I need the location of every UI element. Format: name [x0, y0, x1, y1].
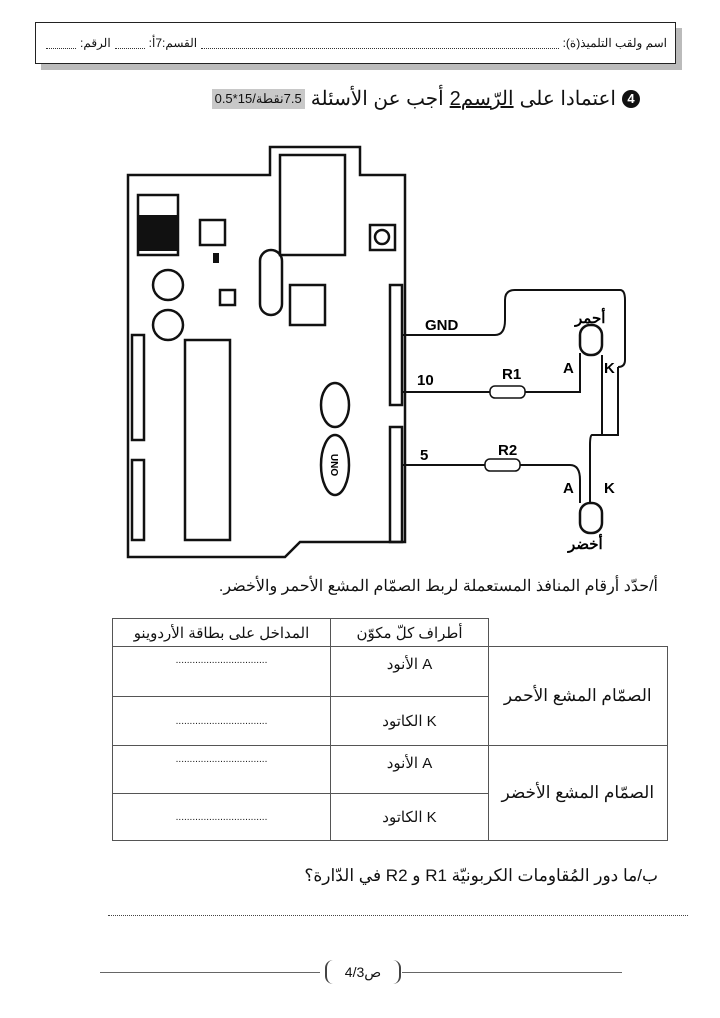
crystal — [258, 248, 284, 317]
question-text-before: اعتمادا على — [519, 88, 616, 110]
name-field[interactable] — [201, 38, 559, 49]
microcontroller-chip — [183, 338, 232, 542]
question-4-title: 4 اعتمادا على الرّسم2 أجب عن الأسئلة 7.5… — [211, 86, 640, 111]
terminal-cell: A الأنود — [330, 646, 489, 697]
class-label: القسم:7أ: — [148, 36, 198, 50]
green-anode-label: A — [563, 480, 574, 497]
class-field[interactable] — [114, 38, 145, 49]
header-arduino-inputs: المداخل على بطاقة الأردوينو — [112, 618, 331, 647]
page-number: ص4/3 — [325, 960, 401, 984]
footer-divider-right — [402, 972, 622, 973]
usb-connector — [278, 153, 347, 257]
terminal-cell: K الكاتود — [330, 793, 489, 841]
answer-field[interactable]: ................................. — [112, 646, 331, 697]
red-led — [578, 323, 604, 357]
student-info-box: اسم ولقب التلميذ(ة): القسم:7أ: الرقم: — [35, 22, 676, 64]
red-led-row-label: الصمّام المشع الأحمر — [488, 646, 668, 746]
wire-cathode — [589, 355, 619, 503]
r2-label: R2 — [498, 442, 517, 459]
analog-header — [130, 458, 146, 542]
resistor-r2 — [484, 458, 521, 472]
pin10-label: 10 — [417, 372, 434, 389]
question-a: أ/حدّد أرقام المنافذ المستعملة لربط الصم… — [218, 578, 658, 595]
name-label: اسم ولقب التلميذ(ة): — [562, 36, 667, 50]
digital-header-2 — [388, 425, 404, 544]
red-led-label: أحمر — [574, 307, 605, 327]
answer-table: أطراف كلّ مكوّن المداخل على بطاقة الأردو… — [112, 618, 668, 841]
header-terminals: أطراف كلّ مكوّن — [330, 618, 489, 647]
terminal-cell: A الأنود — [330, 745, 489, 794]
green-cathode-label: K — [604, 480, 615, 497]
question-b: ب/ما دور المُقاومات الكربونيّة R1 و R2 ف… — [304, 866, 658, 885]
green-led — [578, 501, 604, 535]
wire-pin10 — [402, 353, 581, 393]
uno-logo — [319, 433, 351, 497]
green-led-label: أخضر — [567, 533, 603, 553]
footer-divider-left — [100, 972, 320, 973]
gnd-label: GND — [425, 317, 459, 334]
question-number: 4 — [622, 89, 640, 108]
figure-reference: الرّسم2 — [449, 88, 514, 110]
terminal-cell: K الكاتود — [330, 696, 489, 746]
arduino-board-outline — [126, 145, 407, 559]
power-header — [130, 333, 146, 442]
answer-field[interactable]: ................................. — [112, 793, 331, 841]
wire-gnd — [402, 289, 626, 368]
number-label: الرقم: — [80, 36, 111, 50]
pin5-label: 5 — [420, 447, 428, 464]
regulator — [198, 218, 227, 247]
resistor-r1 — [489, 385, 526, 399]
arduino-circuit-diagram: UNO GND 10 5 R1 R2 أحمر أخضر A K A K — [126, 145, 626, 559]
green-led-row-label: الصمّام المشع الأخضر — [488, 745, 668, 841]
number-field[interactable] — [46, 38, 76, 49]
red-anode-label: A — [563, 360, 574, 377]
red-cathode-label: K — [604, 360, 615, 377]
digital-header-1 — [388, 283, 404, 407]
r1-label: R1 — [502, 366, 521, 383]
question-text-after: أجب عن الأسئلة — [310, 88, 444, 110]
board-logo: UNO — [328, 454, 339, 476]
answer-field[interactable]: ................................. — [112, 696, 331, 746]
wire-pin5 — [402, 464, 581, 503]
points-badge: 7.5نقطة/15*0.5 — [211, 88, 305, 109]
page-footer: ص4/3 — [100, 960, 622, 986]
answer-line[interactable] — [108, 915, 688, 916]
answer-field[interactable]: ................................. — [112, 745, 331, 794]
reset-button — [368, 223, 397, 252]
